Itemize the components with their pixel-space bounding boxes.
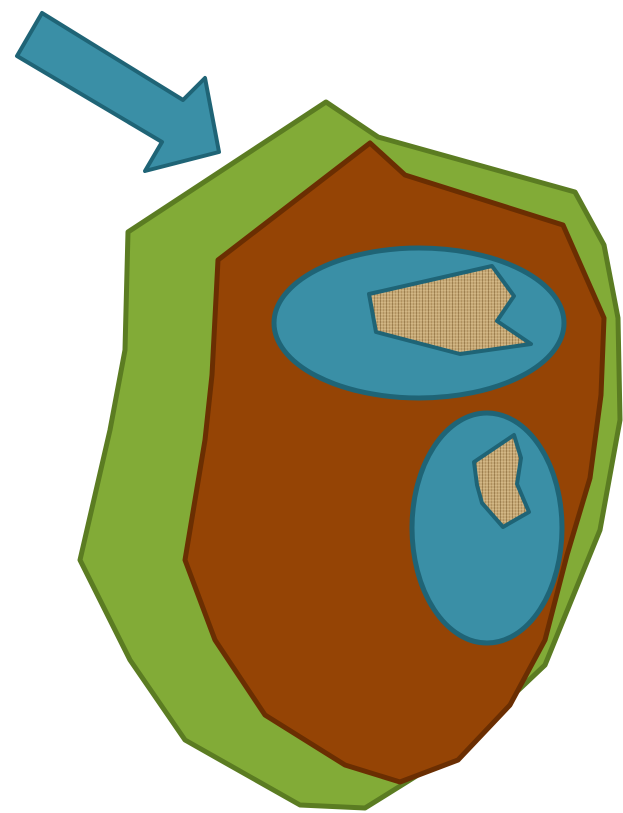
- pointer-arrow: [17, 13, 219, 171]
- lower-ellipse: [412, 413, 562, 643]
